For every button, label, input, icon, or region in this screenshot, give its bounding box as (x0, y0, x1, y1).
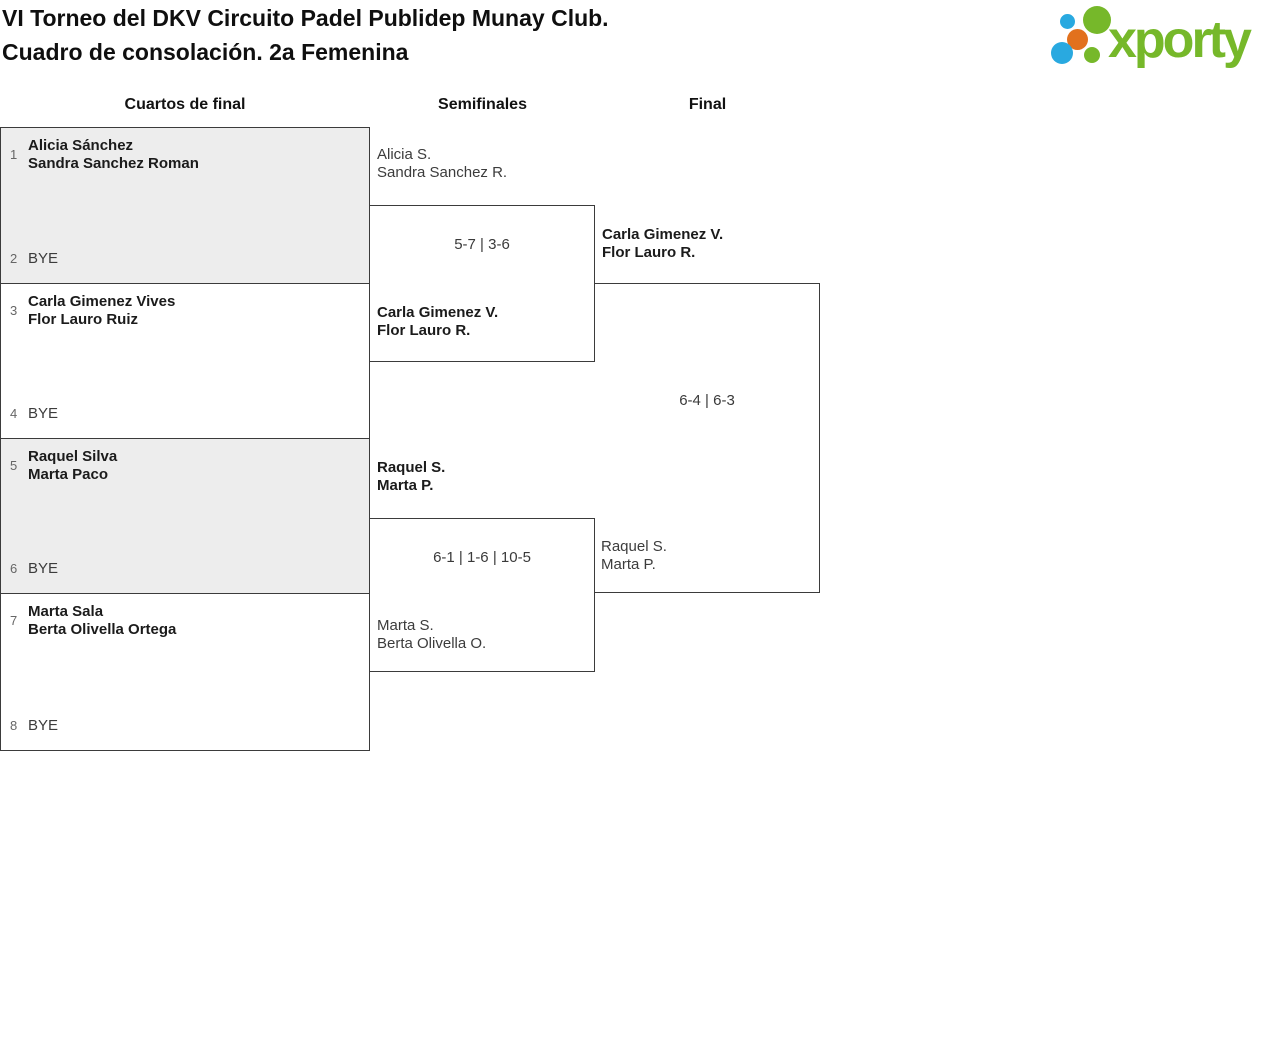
pair-label-final-top: Carla Gimenez V. Flor Lauro R. (602, 226, 723, 262)
page-title-line2: Cuadro de consolación. 2a Femenina (2, 39, 409, 65)
match-quarterfinal-4[interactable]: 7 Marta Sala Berta Olivella Ortega 8 BYE (0, 593, 370, 751)
player-name: Raquel S. (601, 538, 667, 555)
player-name: Carla Gimenez V. (602, 226, 724, 243)
bye-slot: 6 BYE (10, 560, 58, 577)
player-name: Carla Gimenez V. (377, 304, 499, 321)
pair-label-sf1-top: Alicia S. Sandra Sanchez R. (377, 146, 507, 182)
seed-number: 8 (10, 718, 18, 733)
player-name: Alicia Sánchez (28, 137, 134, 154)
match-score: 6-4 | 6-3 (679, 392, 735, 409)
player-name: Berta Olivella Ortega (28, 621, 177, 638)
seed-number: 2 (10, 251, 18, 266)
pair-label-sf2-bottom: Marta S. Berta Olivella O. (377, 617, 486, 653)
match-score: 5-7 | 3-6 (454, 236, 510, 253)
round-header-semifinales: Semifinales (438, 96, 527, 113)
page-title-line1: VI Torneo del DKV Circuito Padel Publide… (2, 5, 609, 31)
player-name: Alicia S. (377, 146, 432, 163)
player-name: Flor Lauro R. (602, 244, 696, 261)
player-name: Marta Paco (28, 466, 109, 483)
player-name: Flor Lauro Ruiz (28, 311, 138, 328)
pair-names: Carla Gimenez Vives Flor Lauro Ruiz (28, 293, 175, 329)
logo-dot-icon (1060, 14, 1075, 29)
seed-number: 4 (10, 406, 18, 421)
seed-number: 6 (10, 561, 18, 576)
pair-names: Raquel Silva Marta Paco (28, 448, 117, 484)
player-name: Sandra Sanchez R. (377, 164, 508, 181)
bye-label: BYE (28, 560, 59, 577)
seed-number: 7 (10, 613, 18, 628)
player-name: Marta P. (377, 477, 434, 494)
bye-label: BYE (28, 405, 59, 422)
match-semifinal-1[interactable]: 5-7 | 3-6 Carla Gimenez V. Flor Lauro R. (369, 205, 595, 362)
player-name: Marta Sala (28, 603, 104, 620)
player-name: Marta P. (601, 556, 656, 573)
pair-label-sf2-top: Raquel S. Marta P. (377, 459, 445, 495)
seed-number: 5 (10, 458, 18, 473)
player-name: Flor Lauro R. (377, 322, 471, 339)
player-name: Raquel S. (377, 459, 446, 476)
logo-dot-icon (1051, 42, 1073, 64)
logo-dot-icon (1084, 47, 1100, 63)
player-name: Berta Olivella O. (377, 635, 487, 652)
player-name: Sandra Sanchez Roman (28, 155, 199, 172)
logo-dot-icon (1083, 6, 1111, 34)
pair-names: Alicia Sánchez Sandra Sanchez Roman (28, 137, 199, 173)
page-title: VI Torneo del DKV Circuito Padel Publide… (2, 1, 609, 69)
pair-names: Marta Sala Berta Olivella Ortega (28, 603, 176, 639)
player-name: Carla Gimenez Vives (28, 293, 176, 310)
pair-label-sf1-bottom: Carla Gimenez V. Flor Lauro R. (377, 304, 498, 340)
seed-number: 1 (10, 147, 18, 162)
bye-slot: 4 BYE (10, 405, 58, 422)
match-final[interactable]: 6-4 | 6-3 Raquel S. Marta P. (595, 283, 820, 593)
seed-number: 3 (10, 303, 18, 318)
logo-dot-icon (1067, 29, 1088, 50)
round-header-final: Final (688, 96, 727, 113)
match-quarterfinal-3[interactable]: 5 Raquel Silva Marta Paco 6 BYE (0, 438, 370, 594)
match-semifinal-2[interactable]: 6-1 | 1-6 | 10-5 Marta S. Berta Olivella… (369, 518, 595, 672)
round-header-cuartos: Cuartos de final (124, 96, 246, 113)
xporty-logo[interactable]: xporty (1050, 5, 1275, 75)
bye-label: BYE (28, 717, 59, 734)
bye-slot: 2 BYE (10, 250, 58, 267)
player-name: Raquel Silva (28, 448, 118, 465)
bye-label: BYE (28, 250, 59, 267)
player-name: Marta S. (377, 617, 434, 634)
bye-slot: 8 BYE (10, 717, 58, 734)
logo-wordmark: xporty (1108, 11, 1252, 69)
match-score: 6-1 | 1-6 | 10-5 (433, 549, 531, 566)
pair-label-final-bottom: Raquel S. Marta P. (601, 538, 667, 574)
